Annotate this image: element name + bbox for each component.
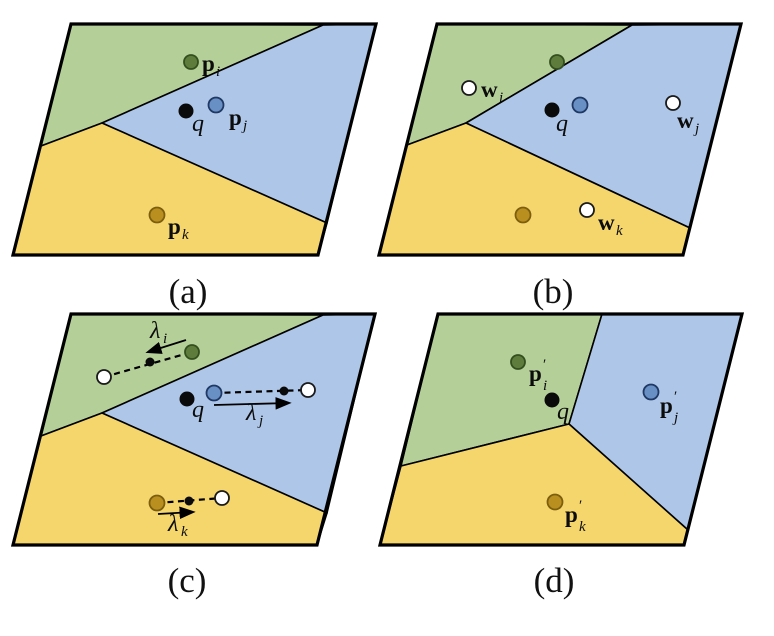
panel-c-point-pj-dot xyxy=(205,384,223,402)
panel-a-point-pi-dot xyxy=(183,54,199,70)
panel-c-interp-line-j xyxy=(213,388,309,395)
panel-c-interp-point-j xyxy=(279,386,289,396)
panel-b-label-wi: w xyxy=(481,77,498,102)
panel-c: λ i q λ j λ k (c) xyxy=(10,312,378,600)
panel-b-caption: (b) xyxy=(533,272,574,311)
panel-c-frame xyxy=(10,312,378,547)
panel-a: p i q p j p k (a) xyxy=(10,22,379,311)
panel-b-frame xyxy=(376,22,744,257)
panel-a-label-pj: p xyxy=(229,105,242,130)
panel-b: w i q w j w k (b) xyxy=(376,22,744,311)
panel-c-point-pi-dot xyxy=(184,344,200,360)
panel-b-point-pk-dot xyxy=(514,206,532,224)
panel-d-label-pk: p xyxy=(565,502,578,527)
panel-a-point-pj-dot xyxy=(207,96,225,114)
panel-a-label-pi-sub: i xyxy=(216,64,220,80)
panel-d-label-pk-prime: ′ xyxy=(579,498,582,514)
panel-c-interp-point-i xyxy=(145,357,155,367)
panel-c-point-wk-dot xyxy=(214,490,230,506)
panel-c-caption: (c) xyxy=(168,561,207,600)
panel-c-label-lambda-k: λ xyxy=(167,511,178,537)
panel-d-label-pj-sub: j xyxy=(672,410,678,426)
panel-c-point-q-dot xyxy=(179,391,195,407)
panel-c-label-lambda-j: λ xyxy=(245,400,256,426)
panel-c-point-wi-dot xyxy=(96,369,112,385)
panel-d-label-pj-prime: ′ xyxy=(674,389,677,405)
panel-b-label-q: q xyxy=(556,111,568,137)
panel-b-label-wj: w xyxy=(677,108,694,133)
panel-a-caption: (a) xyxy=(169,272,208,311)
panel-c-lambda-j-arrow xyxy=(213,397,292,410)
panel-a-label-pi: p xyxy=(202,51,215,76)
panel-d-point-q-dot xyxy=(544,392,560,408)
panel-c-interp-point-k xyxy=(184,496,194,506)
panel-b-point-wk-dot xyxy=(579,202,595,218)
panel-d-label-pj: p xyxy=(660,393,673,418)
panel-c-point-pk-dot xyxy=(148,494,166,512)
panel-a-point-q-dot xyxy=(178,103,194,119)
panel-d-label-q: q xyxy=(557,399,569,425)
panel-d-point-pk-dot xyxy=(546,493,564,511)
panel-d-caption: (d) xyxy=(534,561,575,600)
panel-a-frame xyxy=(10,22,379,257)
panel-a-label-pk: p xyxy=(168,214,181,239)
panel-c-lambda-k-arrow xyxy=(157,506,196,520)
panel-d: p ′ i q p ′ j p ′ k (d) xyxy=(377,312,745,600)
panel-d-label-pi-prime: ′ xyxy=(543,357,546,373)
panel-d-point-pj-dot xyxy=(642,383,660,401)
panel-d-label-pk-sub: k xyxy=(579,519,586,535)
panel-b-point-pi-dot xyxy=(549,54,565,70)
panel-a-label-q: q xyxy=(192,111,204,137)
panel-c-label-lambda-i-sub: i xyxy=(163,331,167,347)
panel-b-label-wi-sub: i xyxy=(499,90,503,106)
panel-b-point-q-dot xyxy=(544,102,560,118)
panel-b-point-wj-dot xyxy=(665,95,681,111)
panel-c-point-wj-dot xyxy=(300,382,316,398)
panel-c-label-lambda-k-sub: k xyxy=(181,524,188,540)
panel-a-label-pj-sub: j xyxy=(241,118,247,134)
panel-b-label-wj-sub: j xyxy=(693,121,699,137)
panel-b-label-wk: w xyxy=(598,210,615,235)
panel-d-label-pi: p xyxy=(529,361,542,386)
panel-d-frame xyxy=(377,312,745,547)
panel-a-point-pk-dot xyxy=(148,206,166,224)
panel-c-lambda-i-arrow xyxy=(145,339,187,354)
panel-b-point-wi-dot xyxy=(461,80,477,96)
panel-b-point-pj-dot xyxy=(571,96,589,114)
panel-c-label-lambda-j-sub: j xyxy=(257,413,263,429)
panel-d-point-pi-dot xyxy=(510,354,526,370)
panel-c-label-lambda-i: λ xyxy=(149,318,160,344)
panel-a-label-pk-sub: k xyxy=(182,227,189,243)
panel-b-label-wk-sub: k xyxy=(616,223,623,239)
panel-c-label-q: q xyxy=(192,397,204,423)
panel-d-label-pi-sub: i xyxy=(543,378,547,394)
